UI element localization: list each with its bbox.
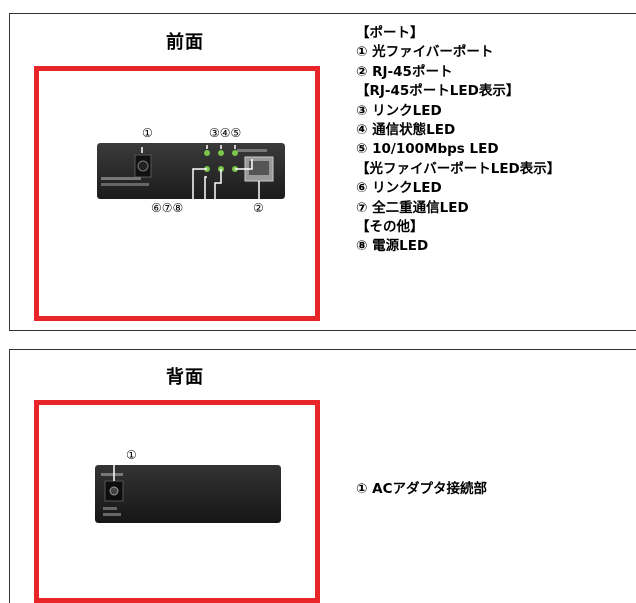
callout-6-7-8: ⑥⑦⑧ bbox=[151, 201, 184, 215]
back-photo-frame: ① bbox=[34, 400, 320, 603]
front-title: 前面 bbox=[166, 32, 204, 53]
legend-line: ⑦ 全二重通信LED bbox=[356, 199, 469, 216]
legend-line: ⑤ 10/100Mbps LED bbox=[356, 141, 499, 158]
callout-1: ① bbox=[126, 448, 137, 462]
legend-line: ① 光ファイバーポート bbox=[356, 44, 494, 61]
legend-line: 【RJ-45ポートLED表示】 bbox=[356, 83, 520, 100]
back-title: 背面 bbox=[166, 367, 204, 388]
front-panel-section: 前面 ① ③④⑤ bbox=[9, 13, 636, 331]
legend-line: 【その他】 bbox=[356, 219, 424, 236]
back-device-image bbox=[95, 465, 281, 523]
front-device-image bbox=[97, 143, 285, 199]
legend-line: 【ポート】 bbox=[356, 25, 424, 41]
callout-3-4-5: ③④⑤ bbox=[209, 126, 242, 140]
back-legend-list: ① ACアダプタ接続部 bbox=[356, 480, 487, 499]
legend-line: ① ACアダプタ接続部 bbox=[356, 481, 487, 497]
legend-line: ④ 通信状態LED bbox=[356, 122, 456, 139]
legend-line: ⑧ 電源LED bbox=[356, 238, 429, 255]
legend-line: ② RJ-45ポート bbox=[356, 63, 453, 80]
legend-line: 【光ファイバーポートLED表示】 bbox=[356, 160, 561, 177]
legend-line: ③ リンクLED bbox=[356, 102, 442, 119]
front-legend-list: 【ポート】 ① 光ファイバーポート ② RJ-45ポート 【RJ-45ポートLE… bbox=[356, 24, 560, 257]
back-panel-section: 背面 ① ① ACアダプタ接続部 bbox=[9, 349, 636, 603]
legend-line: ⑥ リンクLED bbox=[356, 180, 442, 197]
callout-2: ② bbox=[253, 201, 264, 215]
front-photo-frame: ① ③④⑤ bbox=[34, 66, 320, 321]
callout-1: ① bbox=[142, 126, 153, 140]
